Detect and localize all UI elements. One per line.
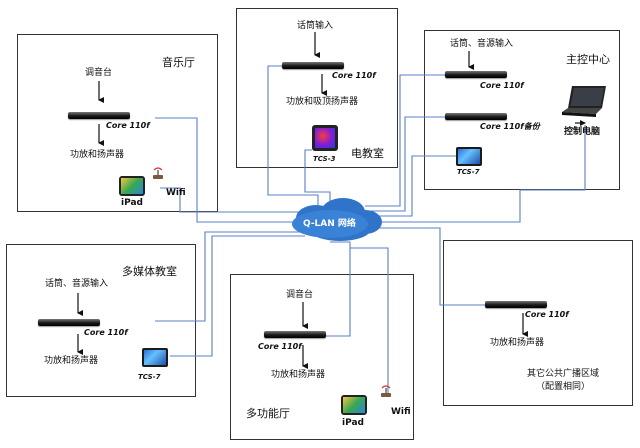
multimedia-classroom-core-device xyxy=(38,319,100,326)
public-area-name-line2: （配置相同） xyxy=(536,382,591,392)
multifunction-hall-wifi-icon xyxy=(381,385,391,397)
public-area-core-label: Core 110f xyxy=(525,310,569,319)
link-control-core xyxy=(365,74,445,207)
multifunction-hall-core-device xyxy=(264,331,326,338)
public-area-output: 功放和扬声器 xyxy=(490,338,545,348)
control-center-computer-label: 控制电脑 xyxy=(564,127,601,137)
link-tcs7-control xyxy=(372,155,456,217)
multimedia-classroom-tcs7-label: TCS-7 xyxy=(138,373,161,381)
public-area-room xyxy=(443,240,633,406)
link-public xyxy=(370,227,485,306)
link-computer xyxy=(375,125,586,223)
public-area-name-line1: 其它公共广播区域 xyxy=(527,369,600,379)
music-hall-ipad-label: iPad xyxy=(121,198,143,208)
control-center-backup-label: Core 110f备份 xyxy=(480,122,540,131)
link-multifunction xyxy=(275,241,351,337)
control-center-backup-device xyxy=(445,113,507,120)
music-hall-wifi-label: Wifi xyxy=(166,188,186,198)
network-label: Q-LAN 网络 xyxy=(303,219,356,229)
laptop-icon xyxy=(562,86,606,117)
e-classroom-tcs3-icon xyxy=(312,125,338,151)
e-classroom-core-device xyxy=(282,62,344,69)
music-hall-core-label: Core 110f xyxy=(106,121,150,130)
q-lan-cloud xyxy=(292,198,382,241)
multifunction-hall-ipad-icon xyxy=(341,395,367,415)
multifunction-hall-ipad-label: iPad xyxy=(342,418,364,428)
music-hall-room xyxy=(17,34,218,212)
public-area-core-device xyxy=(485,301,547,308)
multifunction-hall-core-label: Core 110f xyxy=(258,342,302,351)
link-control-backup xyxy=(370,116,445,212)
e-classroom-tcs3-label: TCS-3 xyxy=(313,155,336,163)
e-classroom-input: 话筒输入 xyxy=(297,21,334,31)
multimedia-classroom-name: 多媒体教室 xyxy=(122,265,177,278)
link-multifunction-wifi xyxy=(350,247,389,396)
control-center-input: 话筒、音源输入 xyxy=(450,39,514,49)
e-classroom-output: 功放和吸顶扬声器 xyxy=(286,97,359,107)
link-music-wifi xyxy=(160,187,300,213)
music-hall-name: 音乐厅 xyxy=(162,56,195,69)
link-tcs7-multimedia xyxy=(170,235,305,357)
multifunction-hall-wifi-label: Wifi xyxy=(391,407,411,417)
music-hall-wifi-icon xyxy=(153,167,163,179)
multimedia-classroom-input: 话筒、音源输入 xyxy=(45,279,109,289)
link-e-classroom-core xyxy=(267,65,319,205)
e-classroom-core-label: Core 110f xyxy=(332,71,376,80)
network-links xyxy=(155,65,586,396)
multimedia-classroom-core-label: Core 110f xyxy=(84,328,128,337)
music-hall-input: 调音台 xyxy=(85,68,113,78)
multifunction-hall-input: 调音台 xyxy=(286,290,314,300)
control-center-tcs7-icon xyxy=(456,147,482,166)
e-classroom-name: 电教室 xyxy=(351,147,384,160)
multimedia-classroom-tcs7-icon xyxy=(142,348,168,367)
link-tcs3 xyxy=(304,149,331,205)
multifunction-hall-room xyxy=(230,274,414,440)
multifunction-hall-output: 功放和扬声器 xyxy=(271,370,326,380)
multimedia-classroom-output: 功放和扬声器 xyxy=(44,356,99,366)
multifunction-hall-name: 多功能厅 xyxy=(246,407,290,420)
link-music-hall xyxy=(155,117,305,223)
music-hall-ipad-icon xyxy=(119,176,145,196)
control-center-core-device xyxy=(445,71,507,78)
control-center-tcs7-label: TCS-7 xyxy=(457,168,480,176)
music-hall-core-device xyxy=(68,112,130,119)
control-center-name: 主控中心 xyxy=(566,53,610,66)
control-center-core-label: Core 110f xyxy=(480,81,524,90)
music-hall-output: 功放和扬声器 xyxy=(70,150,125,160)
link-multimedia xyxy=(155,231,300,322)
